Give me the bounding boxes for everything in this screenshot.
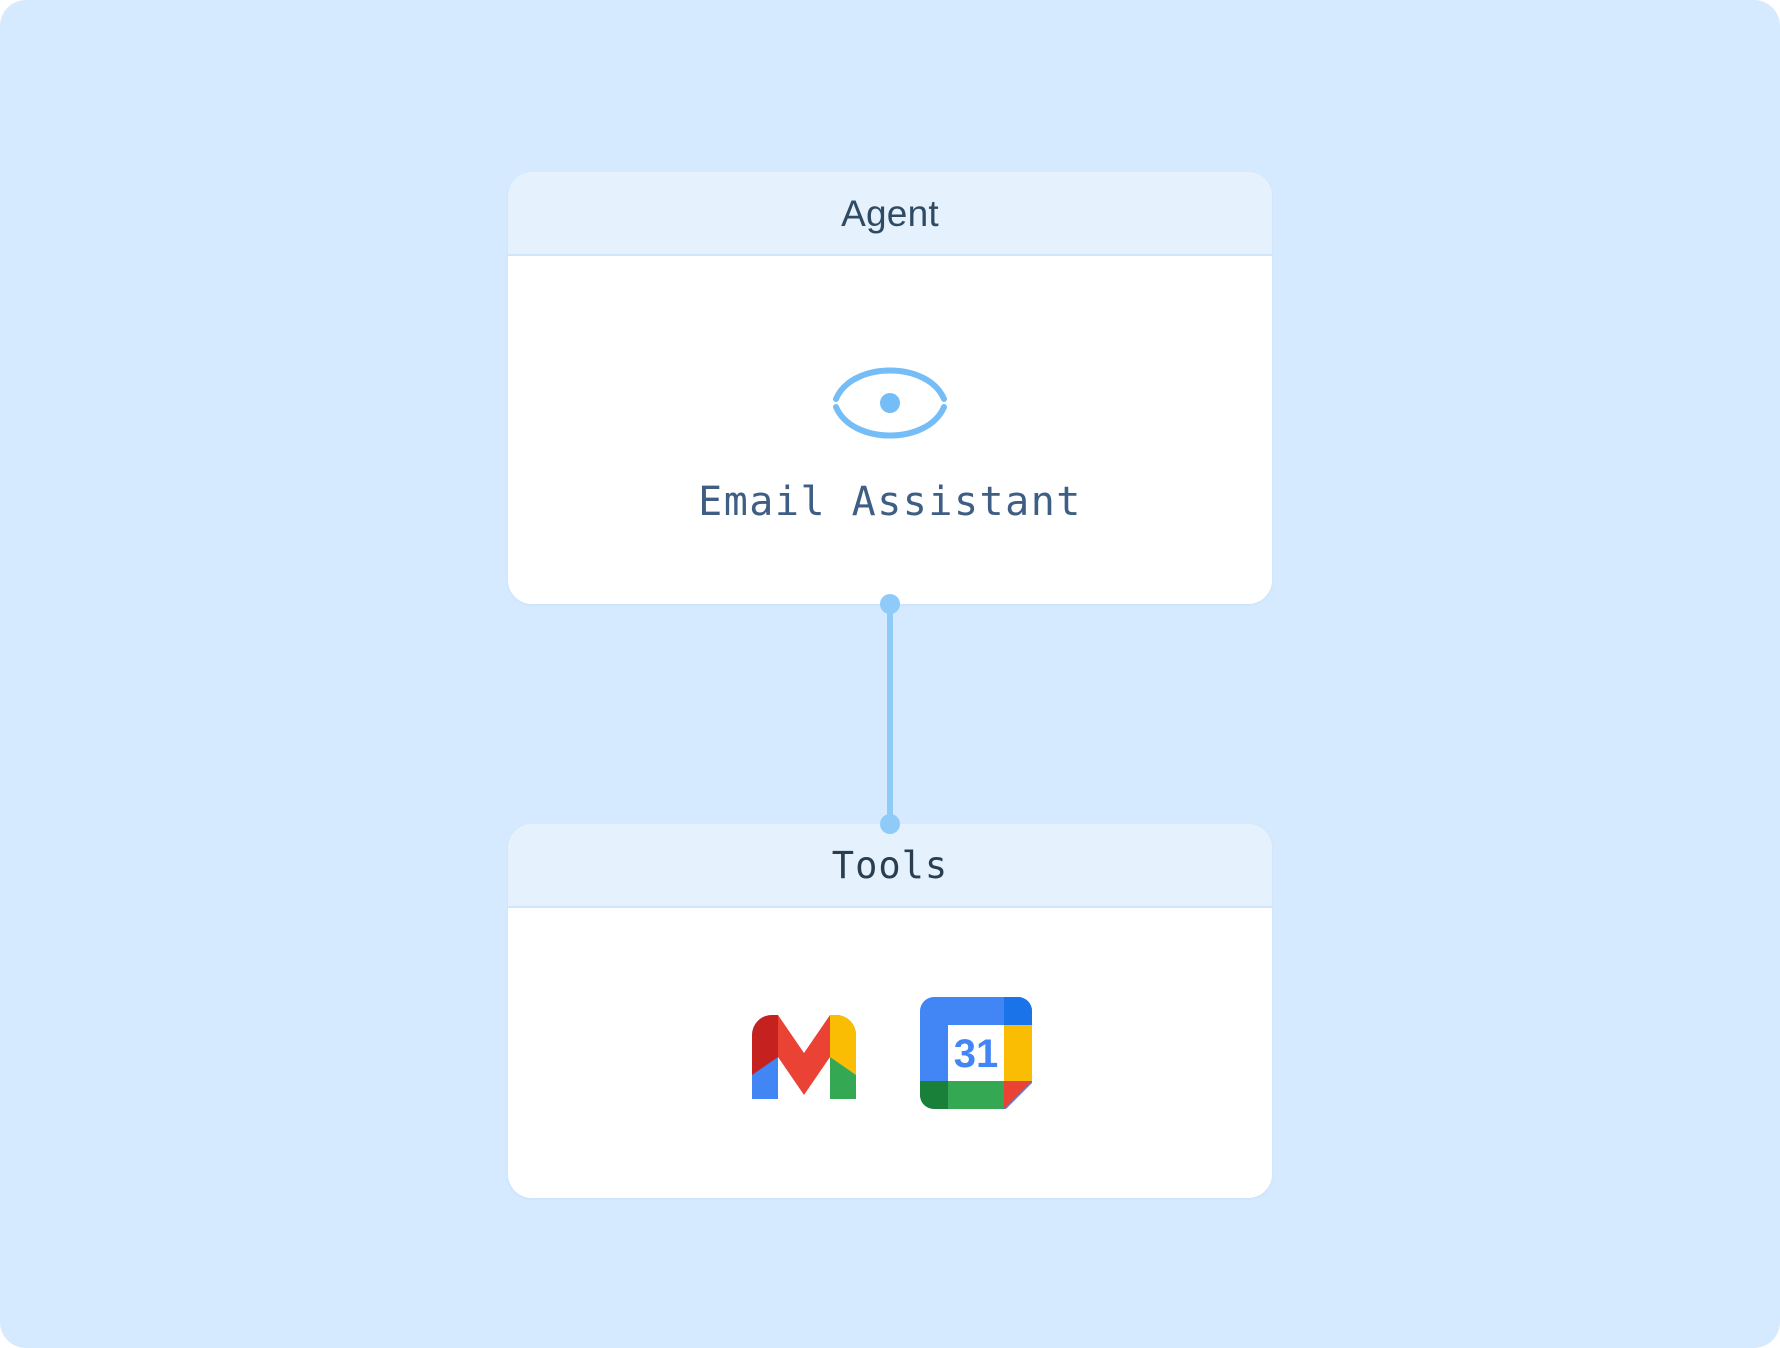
tools-node-card[interactable]: Tools	[508, 824, 1272, 1198]
connector-dot-bottom	[880, 814, 900, 834]
agent-card-body: Email Assistant	[508, 256, 1272, 604]
tools-card-header: Tools	[508, 824, 1272, 908]
agent-card-header: Agent	[508, 172, 1272, 256]
agent-tools-graph: Agent Email Assistant	[508, 172, 1272, 1198]
calendar-day-number: 31	[954, 1032, 999, 1076]
tools-card-body: 31	[508, 908, 1272, 1198]
gmail-icon[interactable]	[742, 991, 866, 1115]
agent-node-card[interactable]: Agent Email Assistant	[508, 172, 1272, 604]
agent-tools-connector	[879, 594, 901, 834]
eye-icon	[828, 345, 952, 441]
connector-dot-top	[880, 594, 900, 614]
agent-name-label: Email Assistant	[698, 479, 1082, 525]
connector-line	[887, 604, 893, 824]
tools-card-title: Tools	[831, 844, 949, 887]
agent-card-title: Agent	[841, 193, 939, 234]
google-calendar-icon[interactable]: 31	[914, 991, 1038, 1115]
